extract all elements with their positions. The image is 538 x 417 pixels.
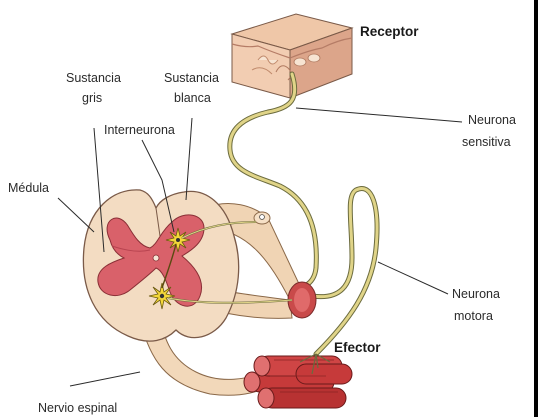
leader-neurona-sensitiva (296, 108, 462, 122)
leader-sustancia-blanca (186, 118, 192, 200)
label-sustancia-gris-line2: gris (82, 91, 102, 105)
motor-neuron-fiber (312, 188, 377, 354)
label-efector: Efector (334, 340, 381, 355)
right-edge-border (534, 0, 538, 417)
label-neurona-sensitiva-line1: Neurona (468, 113, 516, 127)
label-sustancia-blanca-line1: Sustancia (164, 71, 219, 85)
label-sustancia-gris-line1: Sustancia (66, 71, 121, 85)
leader-neurona-motora (378, 262, 448, 294)
label-sustancia-blanca-line2: blanca (174, 91, 211, 105)
label-nervio-espinal: Nervio espinal (38, 401, 117, 415)
label-medula: Médula (8, 181, 49, 195)
spinal-cord (83, 190, 238, 341)
label-neurona-motora-line2: motora (454, 309, 493, 323)
leader-medula (58, 198, 94, 232)
label-receptor: Receptor (360, 24, 419, 39)
label-interneurona: Interneurona (104, 123, 175, 137)
label-neurona-sensitiva-line2: sensitiva (462, 135, 511, 149)
effector-muscle (244, 354, 352, 408)
label-neurona-motora-line1: Neurona (452, 287, 500, 301)
leader-nervio-espinal (70, 372, 140, 386)
